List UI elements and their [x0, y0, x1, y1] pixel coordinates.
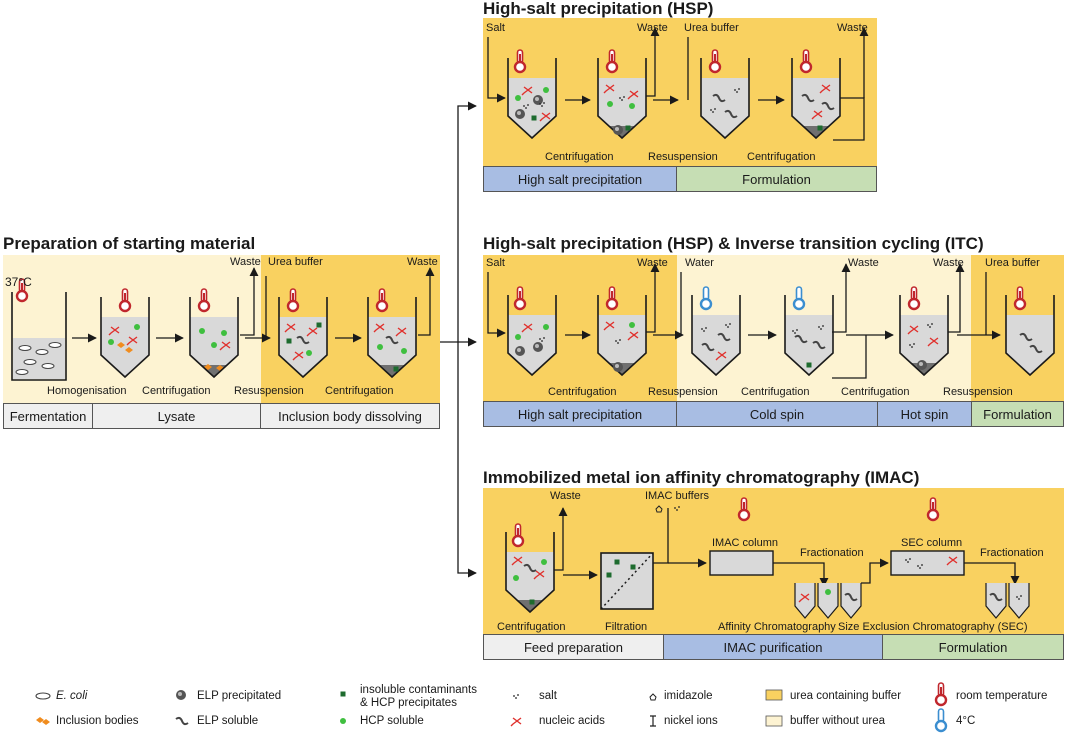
hsp-centrifugation1: Centrifugation [545, 151, 614, 163]
imac-affinity: Affinity Chromatography [718, 621, 836, 633]
prep-vessel-2 [189, 287, 239, 379]
itc-centrifugation3: Centrifugation [841, 386, 910, 398]
imac-fractionation2: Fractionation [980, 547, 1044, 559]
legend-nickel: nickel ions [664, 715, 718, 727]
hsp-flow [487, 27, 869, 141]
prep-waste1: Waste [230, 256, 261, 268]
stage-hsp-formulation: Formulation [676, 166, 877, 192]
prep-fermenter [11, 277, 67, 381]
imac-column-label: IMAC column [712, 537, 779, 549]
prep-urea-buffer: Urea buffer [268, 256, 323, 268]
legend-elp-sol: ELP soluble [197, 715, 259, 727]
legend-imidazole: imidazole [664, 690, 713, 702]
prep-homogenisation: Homogenisation [47, 385, 127, 397]
stage-imac-purification: IMAC purification [663, 634, 883, 660]
hsp-resuspension: Resuspension [648, 151, 718, 163]
legend-insoluble: insoluble contaminants & HCP precipitate… [360, 684, 477, 709]
stage-lysate: Lysate [92, 403, 261, 429]
prep-vessel-1 [100, 287, 150, 378]
imac-buffer-icons [655, 505, 680, 513]
itc-centrifugation2: Centrifugation [741, 386, 810, 398]
imac-fraction-tubes [794, 583, 862, 619]
legend-inclusion: Inclusion bodies [56, 715, 139, 727]
prep-centrifugation2: Centrifugation [325, 385, 394, 397]
stage-imac-feed: Feed preparation [483, 634, 664, 660]
sec-column-label: SEC column [901, 537, 963, 549]
itc-waste3: Waste [933, 257, 964, 269]
itc-centrifugation1: Centrifugation [548, 386, 617, 398]
legend-hcp-sol: HCP soluble [360, 715, 424, 727]
itc-waste2: Waste [848, 257, 879, 269]
stage-fermentation: Fermentation [3, 403, 93, 429]
hsp-waste1: Waste [637, 22, 668, 34]
itc-waste1: Waste [637, 257, 668, 269]
legend-urea-buf: urea containing buffer [790, 690, 902, 702]
legend-ecoli: E. coli [56, 690, 88, 702]
legend-icons [35, 681, 948, 733]
hsp-salt: Salt [486, 22, 505, 34]
prep-vessel-4 [367, 287, 417, 378]
stage-itc-hot: Hot spin [877, 401, 972, 427]
itc-resuspension2: Resuspension [943, 386, 1013, 398]
legend-no-urea-buf: buffer without urea [790, 715, 886, 727]
stage-ib-dissolving: Inclusion body dissolving [260, 403, 440, 429]
hsp-urea-buffer: Urea buffer [684, 22, 739, 34]
prep-vessel-3 [278, 287, 328, 378]
imac-title: Immobilized metal ion affinity chromatog… [483, 468, 920, 487]
hsp-title: High-salt precipitation (HSP) [483, 0, 714, 18]
itc-title: High-salt precipitation (HSP) & Inverse … [483, 234, 984, 253]
prep-title: Preparation of starting material [3, 234, 256, 253]
itc-urea-buffer: Urea buffer [985, 257, 1040, 269]
legend-salt: salt [539, 690, 557, 702]
branch-arrows [440, 101, 477, 578]
prep-waste2: Waste [407, 256, 438, 268]
itc-flow [487, 263, 1055, 379]
hsp-waste2: Waste [837, 22, 868, 34]
imac-sec: Size Exclusion Chromatography (SEC) [838, 621, 1028, 633]
stage-hsp-precip: High salt precipitation [483, 166, 677, 192]
itc-resuspension1: Resuspension [648, 386, 718, 398]
imac-fractionation1: Fractionation [800, 547, 864, 559]
imac-centrifugation: Centrifugation [497, 621, 566, 633]
hsp-centrifugation2: Centrifugation [747, 151, 816, 163]
prep-temp-label: 37°C [5, 275, 32, 289]
imac-waste: Waste [550, 490, 581, 502]
itc-water: Water [685, 257, 714, 269]
sec-fraction-tubes [985, 583, 1030, 619]
stage-itc-cold: Cold spin [676, 401, 878, 427]
legend-nucleic: nucleic acids [539, 715, 605, 727]
imac-filtration: Filtration [605, 621, 648, 633]
legend-elp-prec: ELP precipitated [197, 690, 282, 702]
stage-imac-formulation: Formulation [882, 634, 1064, 660]
stage-itc-formulation: Formulation [971, 401, 1064, 427]
imac-flow [505, 496, 1030, 619]
legend-room-temp: room temperature [956, 690, 1048, 702]
prep-centrifugation1: Centrifugation [142, 385, 211, 397]
imac-buffers: IMAC buffers [645, 490, 709, 502]
itc-salt: Salt [486, 257, 505, 269]
prep-resuspension: Resuspension [234, 385, 304, 397]
stage-itc-precip: High salt precipitation [483, 401, 677, 427]
legend-cold: 4°C [956, 715, 976, 727]
